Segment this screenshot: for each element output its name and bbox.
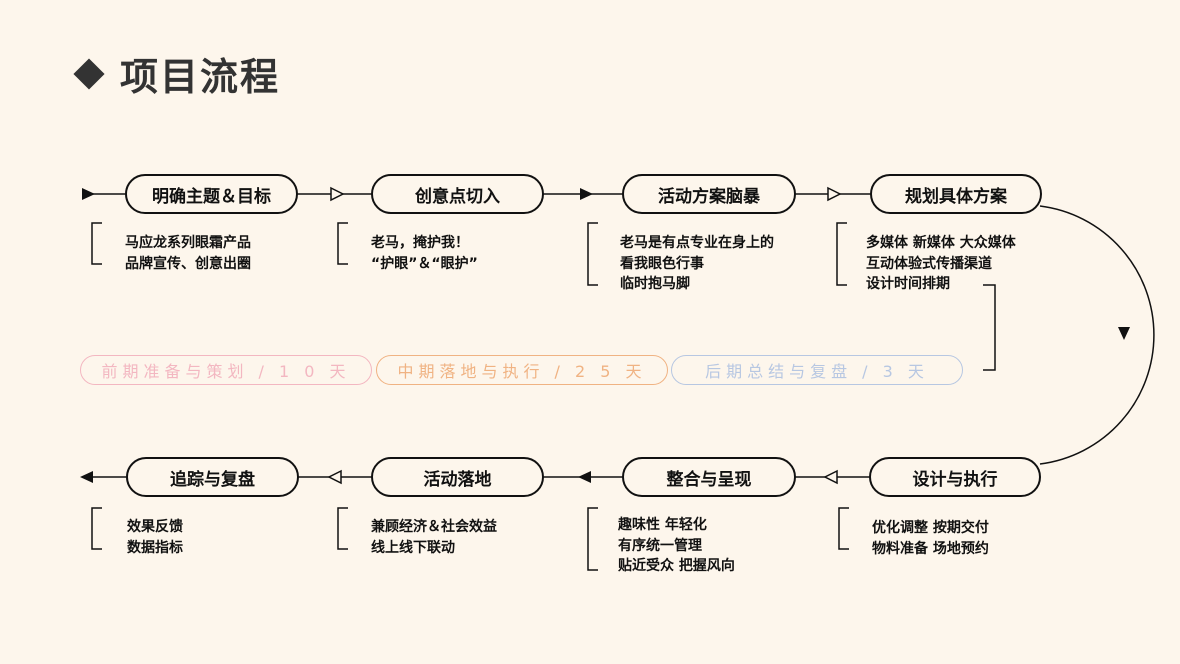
step-desc-4: 多媒体 新媒体 大众媒体 互动体验式传播渠道 设计时间排期 xyxy=(866,235,1016,292)
step-node-1: 明确主题＆目标 xyxy=(125,174,298,214)
step-desc-2: 老马，掩护我！ “护眼”＆“眼护” xyxy=(371,235,478,272)
arrow-hollow-icon xyxy=(827,186,842,202)
arrow-hollow-icon xyxy=(823,469,838,485)
arrow-filled-icon xyxy=(580,188,593,200)
arrow-down-icon xyxy=(1118,327,1130,340)
page-title-group: 项目流程 xyxy=(73,46,281,101)
step-node-7: 活动落地 xyxy=(371,457,544,497)
step-node-3: 活动方案脑暴 xyxy=(622,174,796,214)
step-desc-3: 老马是有点专业在身上的 看我眼色行事 临时抱马脚 xyxy=(620,235,774,292)
timeline-bracket xyxy=(983,284,996,371)
bracket-4 xyxy=(836,222,847,286)
turn-arc xyxy=(1039,205,1155,465)
bracket-1 xyxy=(91,222,102,265)
step-node-8: 追踪与复盘 xyxy=(126,457,299,497)
phase-pill-late: 后期总结与复盘 / 3 天 xyxy=(671,355,963,385)
phase-pill-early: 前期准备与策划 / 1 0 天 xyxy=(80,355,372,385)
bracket-6 xyxy=(587,507,598,571)
step-node-5: 设计与执行 xyxy=(869,457,1041,497)
bracket-5 xyxy=(838,507,849,550)
step-node-6: 整合与呈现 xyxy=(622,457,796,497)
arrow-end-icon xyxy=(80,471,93,483)
arrow-filled-icon xyxy=(578,471,591,483)
step-desc-7: 兼顾经济＆社会效益 线上线下联动 xyxy=(371,519,497,556)
arrow-start-icon xyxy=(82,188,95,200)
page-title: 项目流程 xyxy=(120,55,281,99)
step-desc-8: 效果反馈 数据指标 xyxy=(127,519,183,556)
bracket-7 xyxy=(337,507,348,550)
bracket-2 xyxy=(337,222,348,265)
arrow-hollow-icon xyxy=(327,469,342,485)
step-desc-6: 趣味性 年轻化 有序统一管理 贴近受众 把握风向 xyxy=(618,517,735,574)
step-desc-5: 优化调整 按期交付 物料准备 场地预约 xyxy=(872,520,989,557)
bracket-3 xyxy=(587,222,598,286)
arrow-hollow-icon xyxy=(330,186,345,202)
bracket-8 xyxy=(91,507,102,550)
phase-pill-middle: 中期落地与执行 / 2 5 天 xyxy=(376,355,668,385)
step-node-2: 创意点切入 xyxy=(371,174,544,214)
step-node-4: 规划具体方案 xyxy=(870,174,1042,214)
step-desc-1: 马应龙系列眼霜产品 品牌宣传、创意出圈 xyxy=(125,235,251,272)
